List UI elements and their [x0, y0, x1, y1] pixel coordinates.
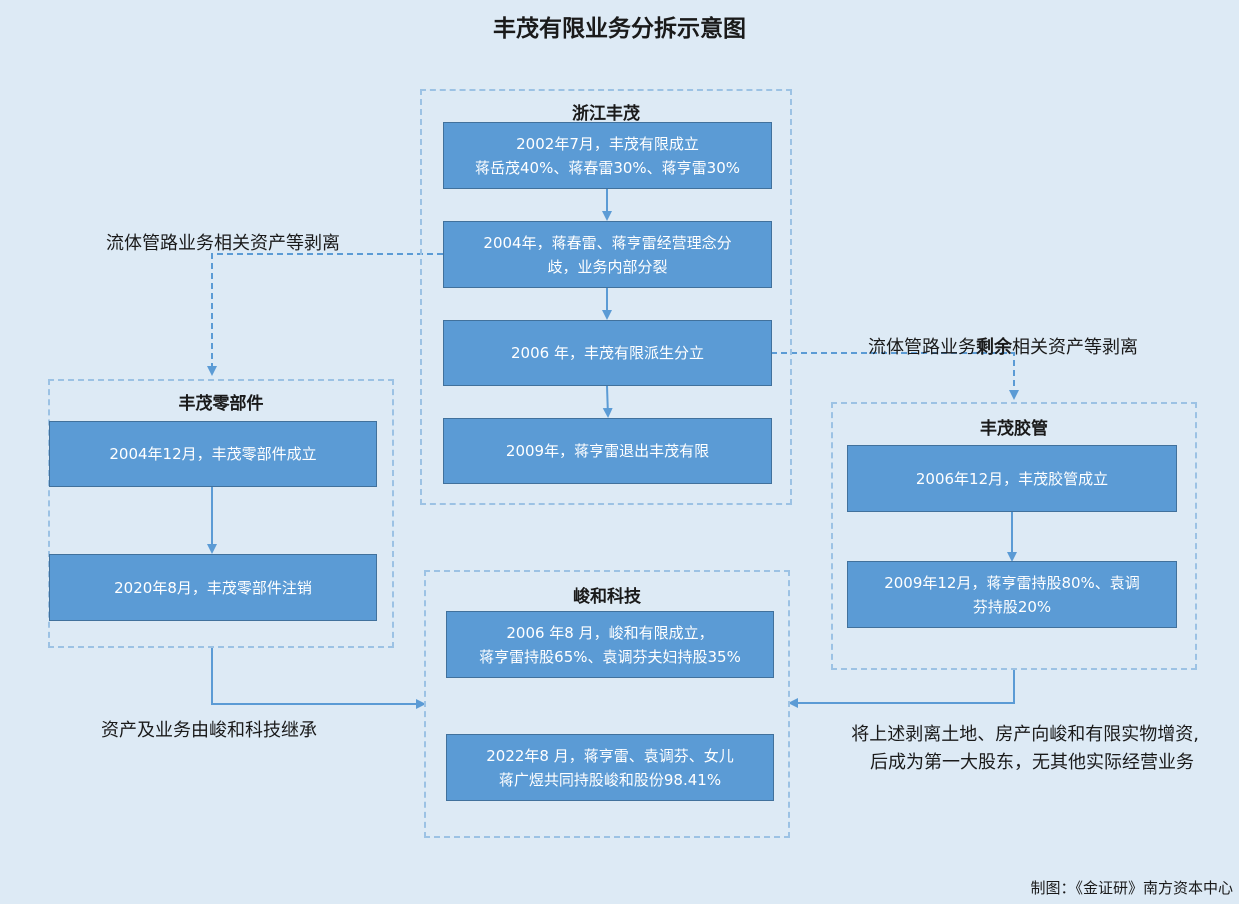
step-text-line2: 蒋岳茂40%、蒋春雷30%、蒋亨雷30% — [474, 158, 741, 177]
step-lingbujian-2004: 2004年12月，丰茂零部件成立 — [49, 421, 377, 487]
page-title: 丰茂有限业务分拆示意图 — [493, 16, 746, 42]
step-zhejiang-2006: 2006 年，丰茂有限派生分立 — [443, 320, 772, 386]
step-text-line1: 2006年12月，丰茂胶管成立 — [915, 469, 1109, 488]
step-jiaoguan-2009: 2009年12月，蒋亨雷持股80%、袁调 芬持股20% — [847, 561, 1177, 628]
step-text-line2: 蒋广煜共同持股峻和股份98.41% — [498, 770, 722, 789]
label-capital-line1: 将上述剥离土地、房产向峻和有限实物增资, — [851, 724, 1199, 745]
step-text-line2: 歧，业务内部分裂 — [547, 257, 668, 276]
step-text-line1: 2002年7月，丰茂有限成立 — [516, 134, 699, 153]
group-zhejiang-fengmao: 浙江丰茂 — [420, 89, 792, 505]
arrow-right-spinoff — [771, 352, 1019, 400]
step-text-line1: 2006 年，丰茂有限派生分立 — [511, 344, 704, 362]
group-fengmao-jiaoguan: 丰茂胶管 — [831, 402, 1197, 670]
step-text-line1: 2004年12月，丰茂零部件成立 — [109, 445, 317, 463]
arrow-zj-3-4 — [602, 385, 613, 418]
arrow-inherit — [211, 648, 426, 709]
step-lingbujian-2020: 2020年8月，丰茂零部件注销 — [49, 554, 377, 621]
step-zhejiang-2004: 2004年，蒋春雷、蒋亨雷经营理念分 歧，业务内部分裂 — [443, 221, 772, 288]
step-jiaoguan-2006: 2006年12月，丰茂胶管成立 — [847, 445, 1177, 512]
group-title: 峻和科技 — [573, 587, 641, 607]
step-text-line1: 2009年，蒋亨雷退出丰茂有限 — [505, 442, 710, 460]
step-text-line1: 2006 年8 月，峻和有限成立， — [506, 623, 714, 642]
step-text-line1: 2022年8 月，蒋亨雷、袁调芬、女儿 — [486, 746, 734, 765]
step-text-line2: 蒋亨雷持股65%、袁调芬夫妇持股35% — [479, 647, 741, 666]
group-title: 浙江丰茂 — [572, 104, 640, 124]
group-junhe-keji: 峻和科技 — [424, 570, 790, 838]
arrow-capital — [788, 670, 1015, 708]
step-text-line2: 芬持股20% — [972, 597, 1052, 616]
group-title: 丰茂胶管 — [980, 419, 1048, 439]
group-fengmao-lingbujian: 丰茂零部件 — [48, 379, 394, 648]
arrow-left-spinoff — [207, 253, 443, 376]
label-right-spinoff-post: 相关资产等剥离 — [1012, 337, 1138, 358]
label-right-spinoff: 流体管路业务剩余相关资产等剥离 — [868, 333, 1138, 359]
step-text-line1: 2004年，蒋春雷、蒋亨雷经营理念分 — [483, 233, 732, 252]
label-right-spinoff-pre: 流体管路业务 — [868, 337, 976, 358]
label-inherit: 资产及业务由峻和科技继承 — [101, 720, 317, 741]
step-junhe-2006: 2006 年8 月，峻和有限成立， 蒋亨雷持股65%、袁调芬夫妇持股35% — [446, 611, 774, 678]
credit-text: 制图：《金证研》南方资本中心 — [1030, 879, 1233, 897]
step-zhejiang-2002: 2002年7月，丰茂有限成立 蒋岳茂40%、蒋春雷30%、蒋亨雷30% — [443, 122, 772, 189]
group-title: 丰茂零部件 — [178, 394, 264, 414]
label-left-spinoff: 流体管路业务相关资产等剥离 — [106, 233, 340, 254]
step-text-line1: 2009年12月，蒋亨雷持股80%、袁调 — [884, 573, 1140, 592]
label-capital-line2: 后成为第一大股东，无其他实际经营业务 — [870, 752, 1194, 773]
step-zhejiang-2009: 2009年，蒋亨雷退出丰茂有限 — [443, 418, 772, 484]
step-text-line1: 2020年8月，丰茂零部件注销 — [114, 578, 312, 597]
step-junhe-2022: 2022年8 月，蒋亨雷、袁调芬、女儿 蒋广煜共同持股峻和股份98.41% — [446, 734, 774, 801]
label-right-spinoff-bold: 剩余 — [976, 337, 1012, 358]
